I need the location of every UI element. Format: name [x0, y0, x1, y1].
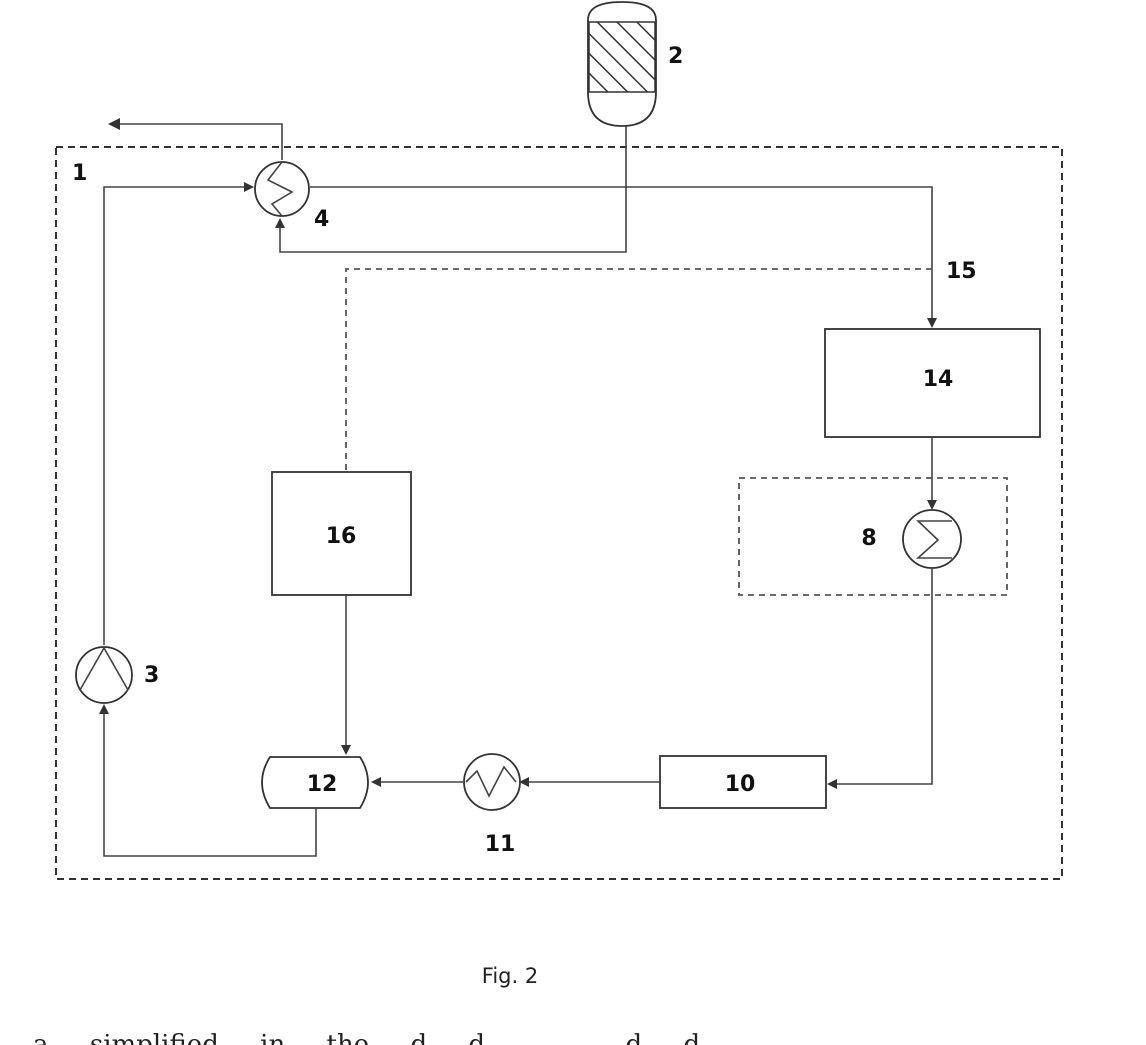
arrowhead [927, 500, 937, 510]
label-pump: 3 [144, 663, 159, 688]
arrowhead [371, 777, 381, 787]
pump-discharge-line [104, 187, 246, 645]
label-exchanger-4: 4 [314, 207, 329, 232]
exhaust-arrowhead [108, 118, 120, 130]
heat-exchanger-11 [464, 754, 520, 810]
storage-tank [588, 2, 656, 126]
arrowhead [275, 218, 285, 228]
label-system-boundary: 1 [72, 161, 87, 186]
label-unit-16: 16 [326, 524, 357, 549]
feed-line-to-14 [310, 187, 932, 320]
line-8-to-10 [836, 568, 932, 784]
label-tank: 2 [668, 44, 683, 69]
label-vessel-12: 12 [307, 772, 338, 797]
tank-outlet-line [280, 126, 626, 252]
arrowhead [927, 318, 937, 328]
arrowhead [244, 182, 254, 192]
exhaust-line [118, 124, 282, 160]
label-exchanger-8: 8 [861, 526, 876, 551]
label-unit-14: 14 [923, 367, 954, 392]
pump-3 [76, 647, 132, 703]
figure-caption: Fig. 2 [482, 964, 538, 988]
system-boundary [56, 147, 1062, 879]
label-line-15: 15 [946, 259, 977, 284]
arrowhead [99, 704, 109, 714]
arrowhead [827, 779, 837, 789]
label-exchanger-11: 11 [485, 832, 516, 857]
heat-exchanger-8 [903, 510, 961, 568]
arrowhead [341, 745, 351, 755]
cut-off-body-text: ... a ... simplified ... in ... the ... … [0, 1026, 1146, 1045]
label-unit-10: 10 [725, 772, 756, 797]
heat-exchanger-4 [255, 162, 309, 216]
